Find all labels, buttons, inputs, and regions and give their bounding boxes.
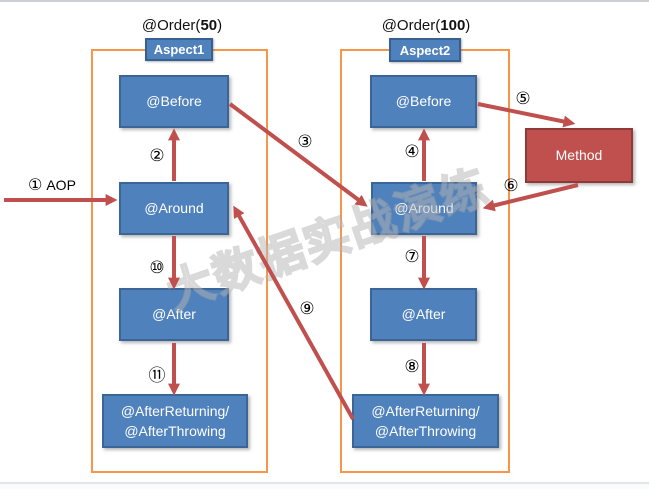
badge-5: ⑤ <box>515 89 531 109</box>
badge-1: ① <box>28 175 43 194</box>
badge-9: ⑨ <box>299 299 315 319</box>
method-box: Method <box>525 128 633 183</box>
bottom-edge-line <box>0 482 649 484</box>
aspect2-around-box: @Around <box>371 182 477 235</box>
badge-8: ⑧ <box>404 357 420 377</box>
badge-3: ③ <box>297 132 313 152</box>
order-annotation-aspect1: @Order(50) <box>141 17 223 34</box>
bottom-strip <box>0 484 649 489</box>
aspect1-before-box: @Before <box>119 75 229 128</box>
badge-2: ② <box>149 146 165 166</box>
aspect1-after-box: @After <box>119 288 229 341</box>
badge-10: ⑩ <box>149 258 165 278</box>
aspect2-afterreturning-box: @AfterReturning/ @AfterThrowing <box>352 394 499 448</box>
aspect1-title-chip: Aspect1 <box>145 38 213 61</box>
top-edge-line <box>0 0 649 2</box>
badge-4: ④ <box>404 142 420 162</box>
aspect1-around-box: @Around <box>119 182 229 235</box>
aspect2-before-box: @Before <box>370 75 477 128</box>
badge-11: ⑪ <box>148 366 166 386</box>
badge-7: ⑦ <box>404 247 420 267</box>
aspect1-afterreturning-box: @AfterReturning/ @AfterThrowing <box>102 394 248 448</box>
entry-label-text: AOP <box>46 176 76 193</box>
order-annotation-aspect2: @Order(100) <box>381 17 471 34</box>
entry-arrow-label: ① AOP <box>28 175 76 194</box>
badge-6: ⑥ <box>503 176 519 196</box>
aspect2-title-chip: Aspect2 <box>389 38 461 62</box>
aspect2-after-box: @After <box>370 288 477 341</box>
